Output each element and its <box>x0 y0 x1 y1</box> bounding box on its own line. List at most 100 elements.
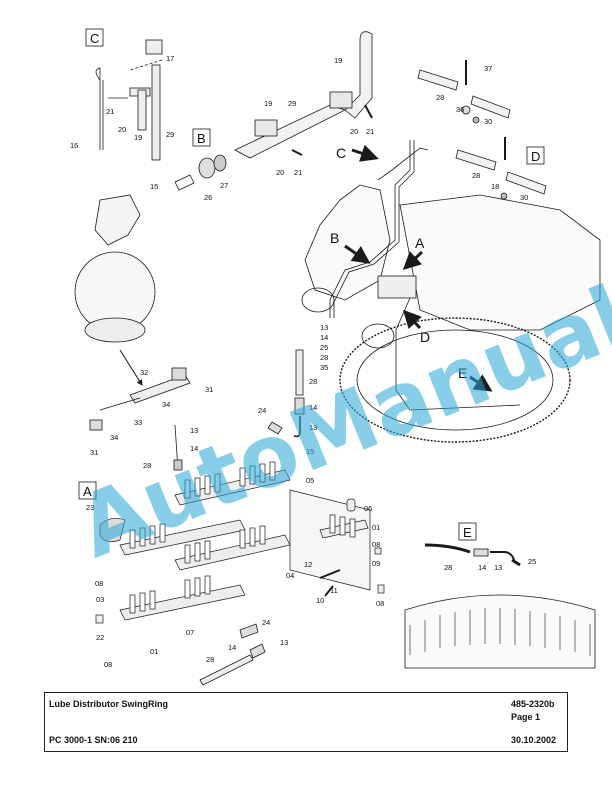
pump-assembly <box>74 194 191 471</box>
part-label: 13 <box>494 563 502 572</box>
part-label: 15 <box>150 182 158 191</box>
part-label: 36 <box>456 105 464 114</box>
part-label: 11 <box>330 586 338 595</box>
detail-letter-e: E <box>463 525 472 540</box>
part-label: 12 <box>304 560 312 569</box>
pipe-28 <box>234 104 347 159</box>
part-label: 14 <box>320 333 328 342</box>
bolt-21b <box>291 149 303 156</box>
detail-c <box>85 28 163 161</box>
hose-28-e <box>424 543 471 554</box>
part-label: 15 <box>306 447 314 456</box>
fitting-14 <box>294 397 305 415</box>
plug-09 <box>374 547 382 555</box>
part-label: 25 <box>320 343 328 352</box>
arrow-b <box>344 244 371 264</box>
arrow-c <box>351 144 379 162</box>
lube-hose-16 <box>95 67 101 150</box>
part-label: 06 <box>364 504 372 513</box>
part-label: 20 <box>276 168 284 177</box>
part-label: 19 <box>134 133 142 142</box>
detail-c-box <box>85 28 104 47</box>
part-label: 30 <box>520 193 528 202</box>
callout-letter-e: E <box>458 365 467 381</box>
document-date: 30.10.2002 <box>511 735 557 745</box>
part-label: 28 <box>472 171 480 180</box>
superstructure <box>399 194 601 331</box>
bracket-23 <box>99 518 126 542</box>
part-label: 09 <box>372 559 380 568</box>
part-label: 13 <box>190 426 198 435</box>
part-label: 05 <box>306 476 314 485</box>
machine-model: PC 3000-1 SN:06 210 <box>49 735 138 745</box>
mounting-plate <box>289 489 371 591</box>
detail-e <box>404 543 596 669</box>
part-label: 28 <box>143 461 151 470</box>
detail-e-box <box>458 522 477 541</box>
fitting-24b <box>239 623 259 639</box>
hose-assembly-bottom <box>199 623 266 686</box>
pipe-28-d2 <box>455 149 497 171</box>
callout-letter-a: A <box>415 235 425 251</box>
pipe-28-d1 <box>417 69 459 91</box>
part-label: 28 <box>320 353 328 362</box>
fitting-24 <box>267 421 283 435</box>
swing-ring-inner <box>356 329 554 431</box>
page-number: Page 1 <box>511 712 541 722</box>
plug-22 <box>95 614 104 624</box>
fitting-14-e <box>473 548 489 557</box>
part-label: 28 <box>436 93 444 102</box>
boom-base <box>304 184 391 301</box>
title-block: Lube Distributor SwingRing 485-2320b Pag… <box>44 692 568 752</box>
callout-arrows <box>344 144 493 392</box>
fitting-25-e <box>511 558 521 567</box>
part-label: 14 <box>190 444 198 453</box>
part-label: 22 <box>96 633 104 642</box>
part-label: 19 <box>264 99 272 108</box>
part-label: 16 <box>70 141 78 150</box>
part-label: 34 <box>162 400 170 409</box>
part-label: 04 <box>286 571 294 580</box>
detail-letter-a: A <box>83 484 92 499</box>
sleeve-15 <box>174 174 195 191</box>
hose-assembly-center <box>267 349 305 438</box>
part-label: 13 <box>280 638 288 647</box>
plug-06 <box>346 498 356 512</box>
part-label: 24 <box>262 618 270 627</box>
nut-27 <box>213 154 227 172</box>
part-label: 27 <box>220 181 228 190</box>
part-label: 14 <box>478 563 486 572</box>
part-label: 03 <box>96 595 104 604</box>
cylinder-mount-left <box>301 287 335 313</box>
tee-fitting-17 <box>145 39 163 55</box>
parts-diagram: C 17 21 20 19 29 16 B 19 29 19 20 21 20 … <box>65 28 612 686</box>
bolt-21c <box>364 104 373 119</box>
part-label: 08 <box>95 579 103 588</box>
clamp-19 <box>254 119 278 137</box>
bolt-12 <box>319 569 341 579</box>
detail-letter-d: D <box>531 149 540 164</box>
part-label: 17 <box>166 54 174 63</box>
part-label: 31 <box>90 448 98 457</box>
part-label: 30 <box>484 117 492 126</box>
distributor-detail-a <box>95 461 385 624</box>
lube-line-c <box>377 147 429 181</box>
bracket-19 <box>137 89 147 131</box>
part-label: 01 <box>150 647 158 656</box>
part-label: 34 <box>110 433 118 442</box>
part-label: 21 <box>294 168 302 177</box>
drawing-title: Lube Distributor SwingRing <box>49 699 168 709</box>
part-label: 32 <box>140 368 148 377</box>
part-label: 14 <box>309 403 317 412</box>
detail-d <box>417 60 547 200</box>
pump-head <box>94 194 141 246</box>
cylinder-mount-right <box>361 323 395 349</box>
tube-29 <box>151 64 161 161</box>
arrow-d <box>402 309 422 330</box>
swing-ring-assembly <box>301 140 601 443</box>
part-label: 20 <box>118 125 126 134</box>
part-label: 14 <box>228 643 236 652</box>
clamp-19b <box>329 91 353 109</box>
part-label: 08 <box>372 540 380 549</box>
part-label: 10 <box>316 596 324 605</box>
